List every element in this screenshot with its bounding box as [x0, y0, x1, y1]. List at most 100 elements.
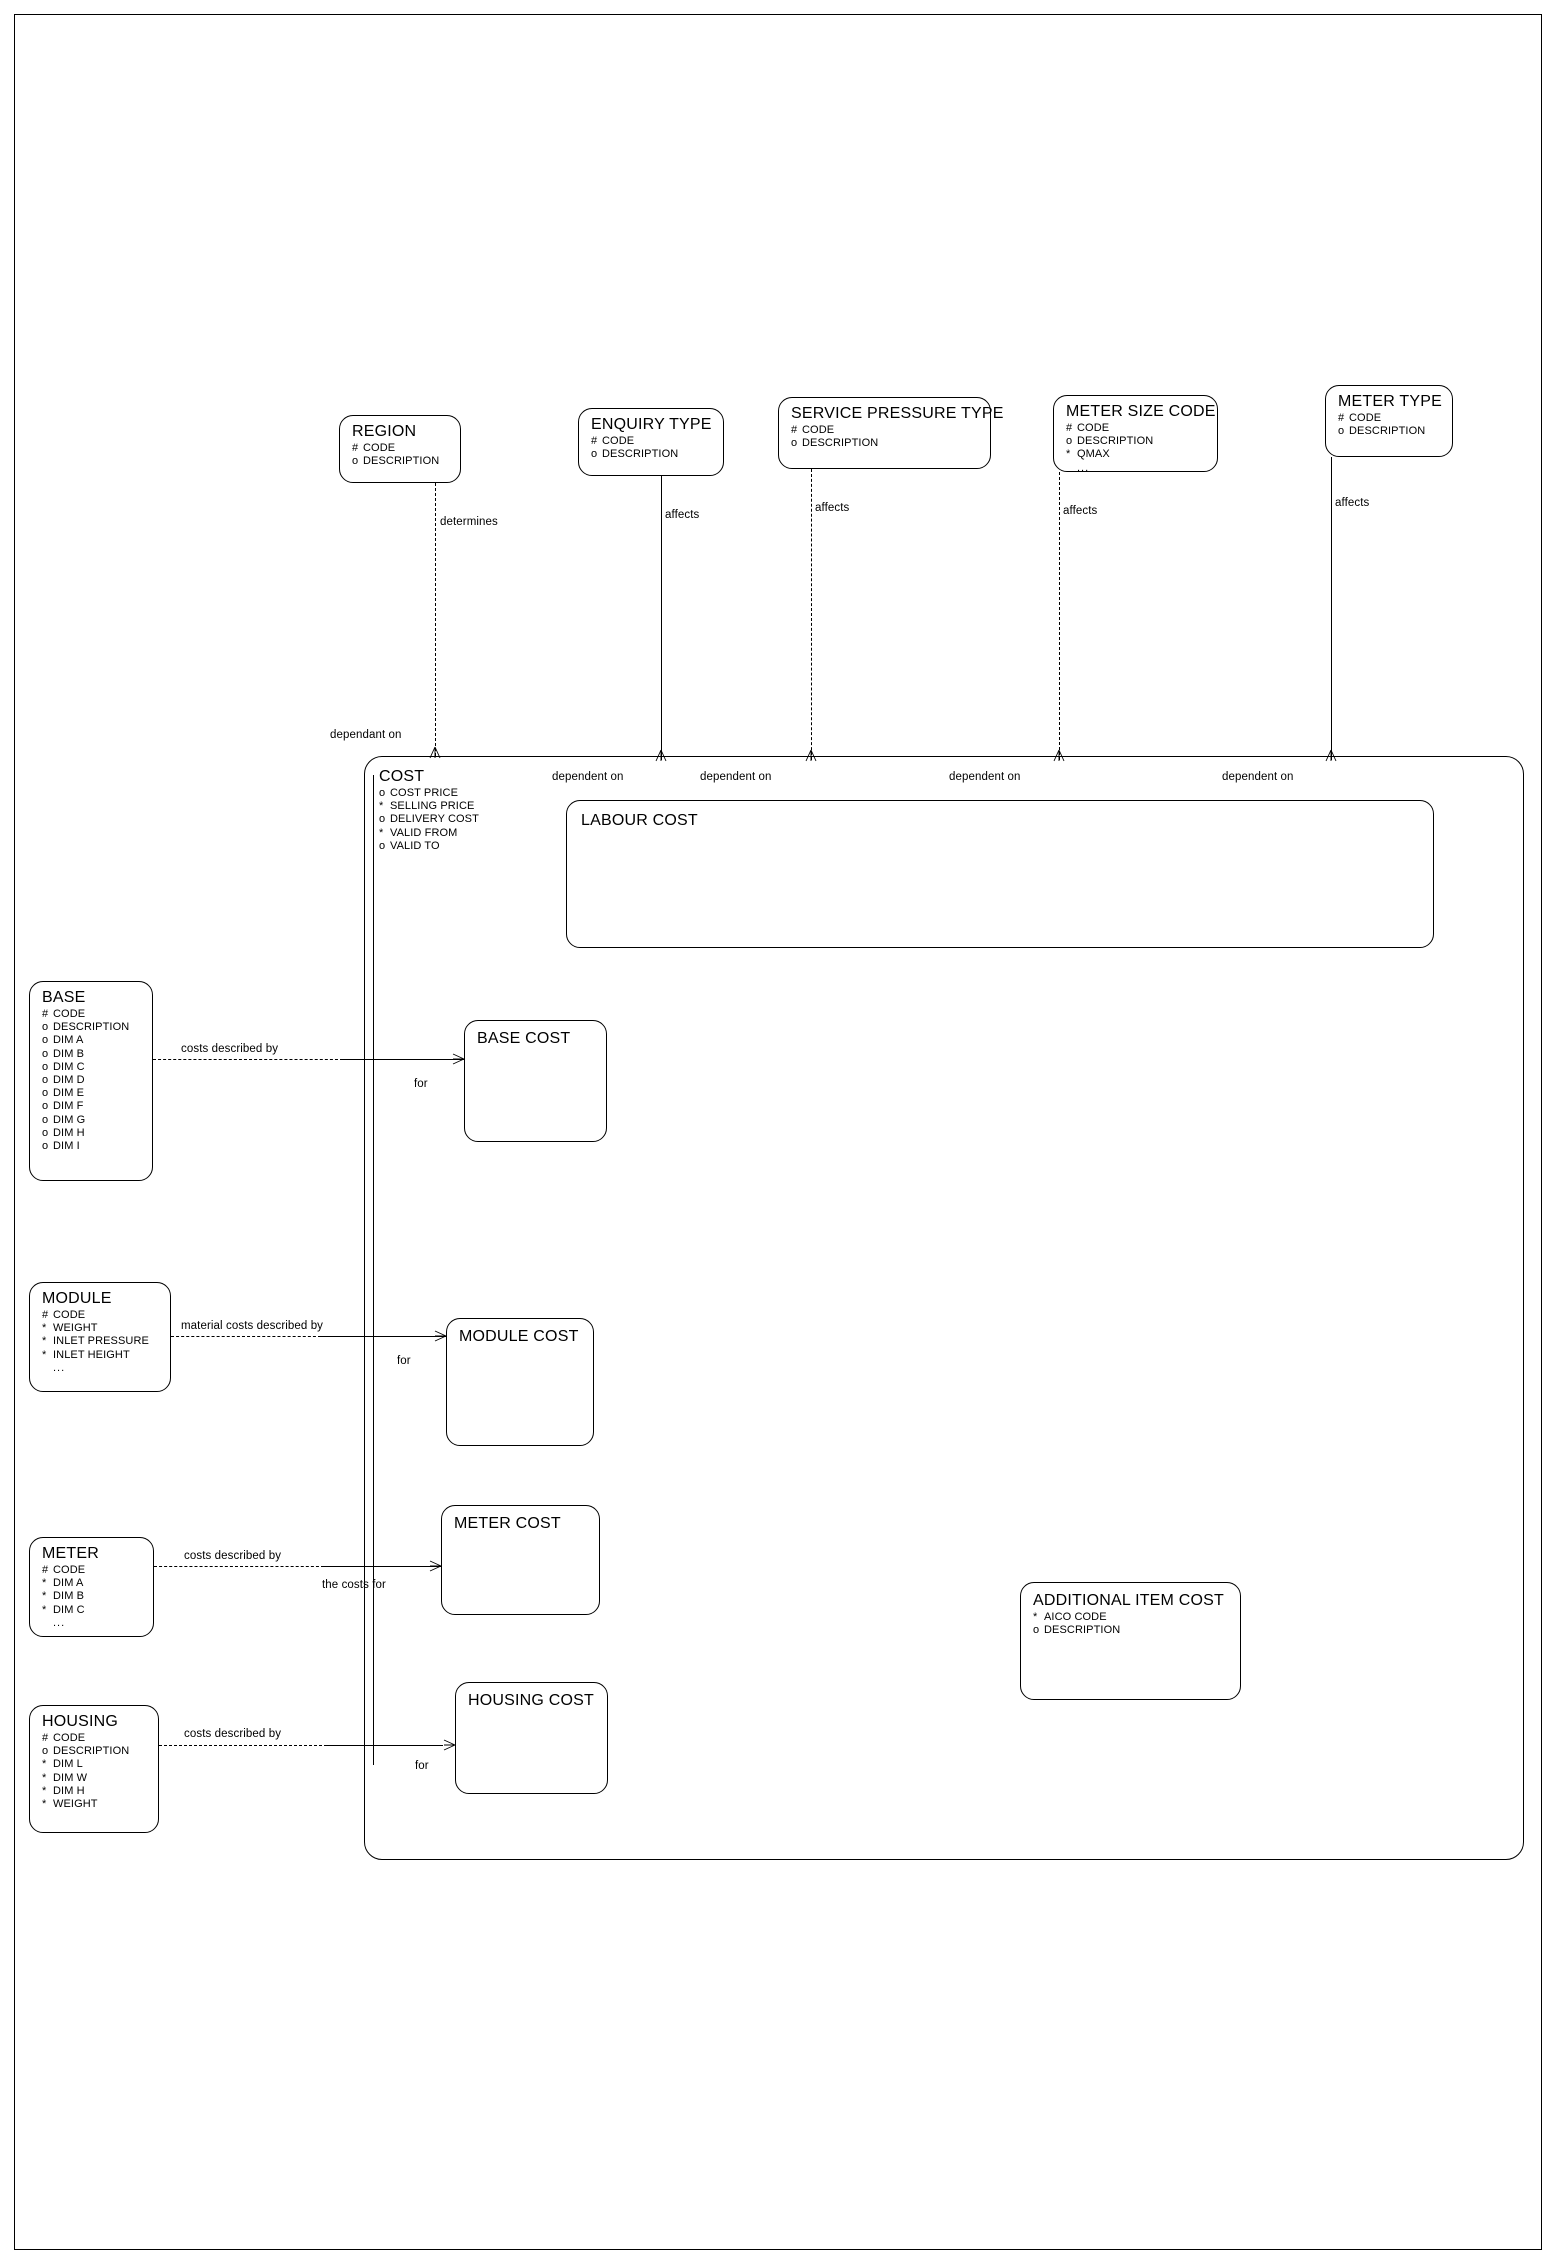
label-dependant-on: dependant on [330, 729, 402, 741]
entity-labour-cost-title: LABOUR COST [581, 812, 698, 829]
attribute-label: WEIGHT [53, 1798, 98, 1811]
entity-base-cost[interactable]: BASE COST [464, 1020, 607, 1142]
entity-housing-title: HOUSING [42, 1713, 119, 1730]
attribute-row: *DIM C [42, 1604, 143, 1617]
attribute-label: ... [53, 1616, 66, 1629]
entity-module-attributes: #CODE *WEIGHT *INLET PRESSURE *INLET HEI… [42, 1309, 160, 1375]
attribute-marker: o [1338, 425, 1345, 438]
attribute-marker: * [42, 1322, 47, 1335]
label-dependent-on-2: dependent on [700, 771, 772, 783]
attribute-label: DIM E [53, 1087, 85, 1100]
attribute-marker: # [42, 1309, 49, 1321]
label-base-for: for [414, 1078, 428, 1090]
attribute-marker: o [42, 1113, 49, 1126]
attribute-row: #CODE [352, 442, 450, 455]
attribute-marker: o [42, 1034, 49, 1047]
attribute-marker: o [42, 1126, 49, 1139]
attribute-marker: o [42, 1100, 49, 1113]
attribute-marker: * [42, 1784, 47, 1797]
attribute-label: DIM I [53, 1140, 80, 1153]
label-affects-meter-type: affects [1335, 497, 1370, 509]
attribute-label: DESCRIPTION [1349, 425, 1426, 438]
entity-cost-title: COST [379, 768, 425, 785]
attribute-row: o DIM I [42, 1140, 142, 1153]
attribute-marker: o [42, 1140, 49, 1153]
attribute-label: VALID TO [390, 839, 440, 852]
connector-enquiry-type-to-cost [661, 476, 662, 760]
label-module-material-costs-described-by: material costs described by [181, 1320, 324, 1332]
attribute-row: # CODE [1338, 412, 1442, 425]
attribute-row: ... [42, 1617, 143, 1630]
connector-cost-spine [373, 775, 374, 1765]
entity-module[interactable]: MODULE #CODE *WEIGHT *INLET PRESSURE *IN… [29, 1282, 171, 1392]
label-module-for: for [397, 1355, 411, 1367]
attribute-label: DESCRIPTION [1044, 1624, 1121, 1637]
entity-housing-cost[interactable]: HOUSING COST [455, 1682, 608, 1794]
attribute-marker: # [1066, 422, 1073, 434]
attribute-marker: * [1066, 448, 1071, 461]
attribute-row: *VALID FROM [379, 827, 1509, 840]
attribute-marker: # [591, 435, 598, 447]
attribute-label: DIM A [53, 1577, 84, 1590]
attribute-label: DIM H [53, 1784, 85, 1797]
label-determines: determines [440, 516, 498, 528]
crowsfoot-base-cost [452, 1053, 465, 1065]
crowsfoot-meter-cost [429, 1560, 442, 1572]
attribute-marker: * [1033, 1611, 1038, 1623]
label-dependent-on-3: dependent on [949, 771, 1021, 783]
entity-meter-type-attributes: # CODE o DESCRIPTION [1338, 412, 1442, 438]
attribute-marker: * [42, 1603, 47, 1616]
connector-region-to-cost [435, 483, 436, 756]
attribute-marker: o [379, 813, 386, 826]
attribute-label: CODE [53, 1008, 86, 1020]
attribute-label: DIM C [53, 1060, 85, 1073]
attribute-marker: o [591, 448, 598, 461]
attribute-marker: * [42, 1577, 47, 1590]
label-housing-for: for [415, 1760, 429, 1772]
attribute-marker: # [42, 1732, 49, 1744]
label-dependent-on-4: dependent on [1222, 771, 1294, 783]
entity-module-cost[interactable]: MODULE COST [446, 1318, 594, 1446]
connector-meter-to-meter-cost-dashed [154, 1566, 324, 1567]
attribute-marker: o [42, 1060, 49, 1073]
attribute-label: WEIGHT [53, 1322, 98, 1335]
entity-meter[interactable]: METER #CODE *DIM A *DIM B *DIM C ... [29, 1537, 154, 1637]
entity-meter-cost-title: METER COST [454, 1515, 561, 1532]
connector-module-to-module-cost-dashed [171, 1336, 321, 1337]
attribute-label: CODE [1077, 422, 1110, 434]
attribute-label: INLET PRESSURE [53, 1335, 149, 1348]
entity-meter-size-code-title: METER SIZE CODE [1066, 403, 1216, 420]
attribute-label: CODE [1349, 412, 1382, 424]
entity-meter-cost[interactable]: METER COST [441, 1505, 600, 1615]
entity-labour-cost[interactable]: LABOUR COST [566, 800, 1434, 948]
crowsfoot-meter-size-cost [1053, 749, 1065, 762]
attribute-row: * WEIGHT [42, 1322, 160, 1335]
attribute-marker: # [1338, 412, 1345, 424]
attribute-row: *QMAX [1066, 448, 1207, 461]
attribute-label: DESCRIPTION [1077, 435, 1154, 448]
attribute-row: #CODE [42, 1309, 160, 1322]
connector-housing-to-housing-cost-solid [327, 1745, 443, 1746]
connector-meter-type-to-cost [1331, 457, 1332, 760]
label-affects-service-pressure-type: affects [815, 502, 850, 514]
